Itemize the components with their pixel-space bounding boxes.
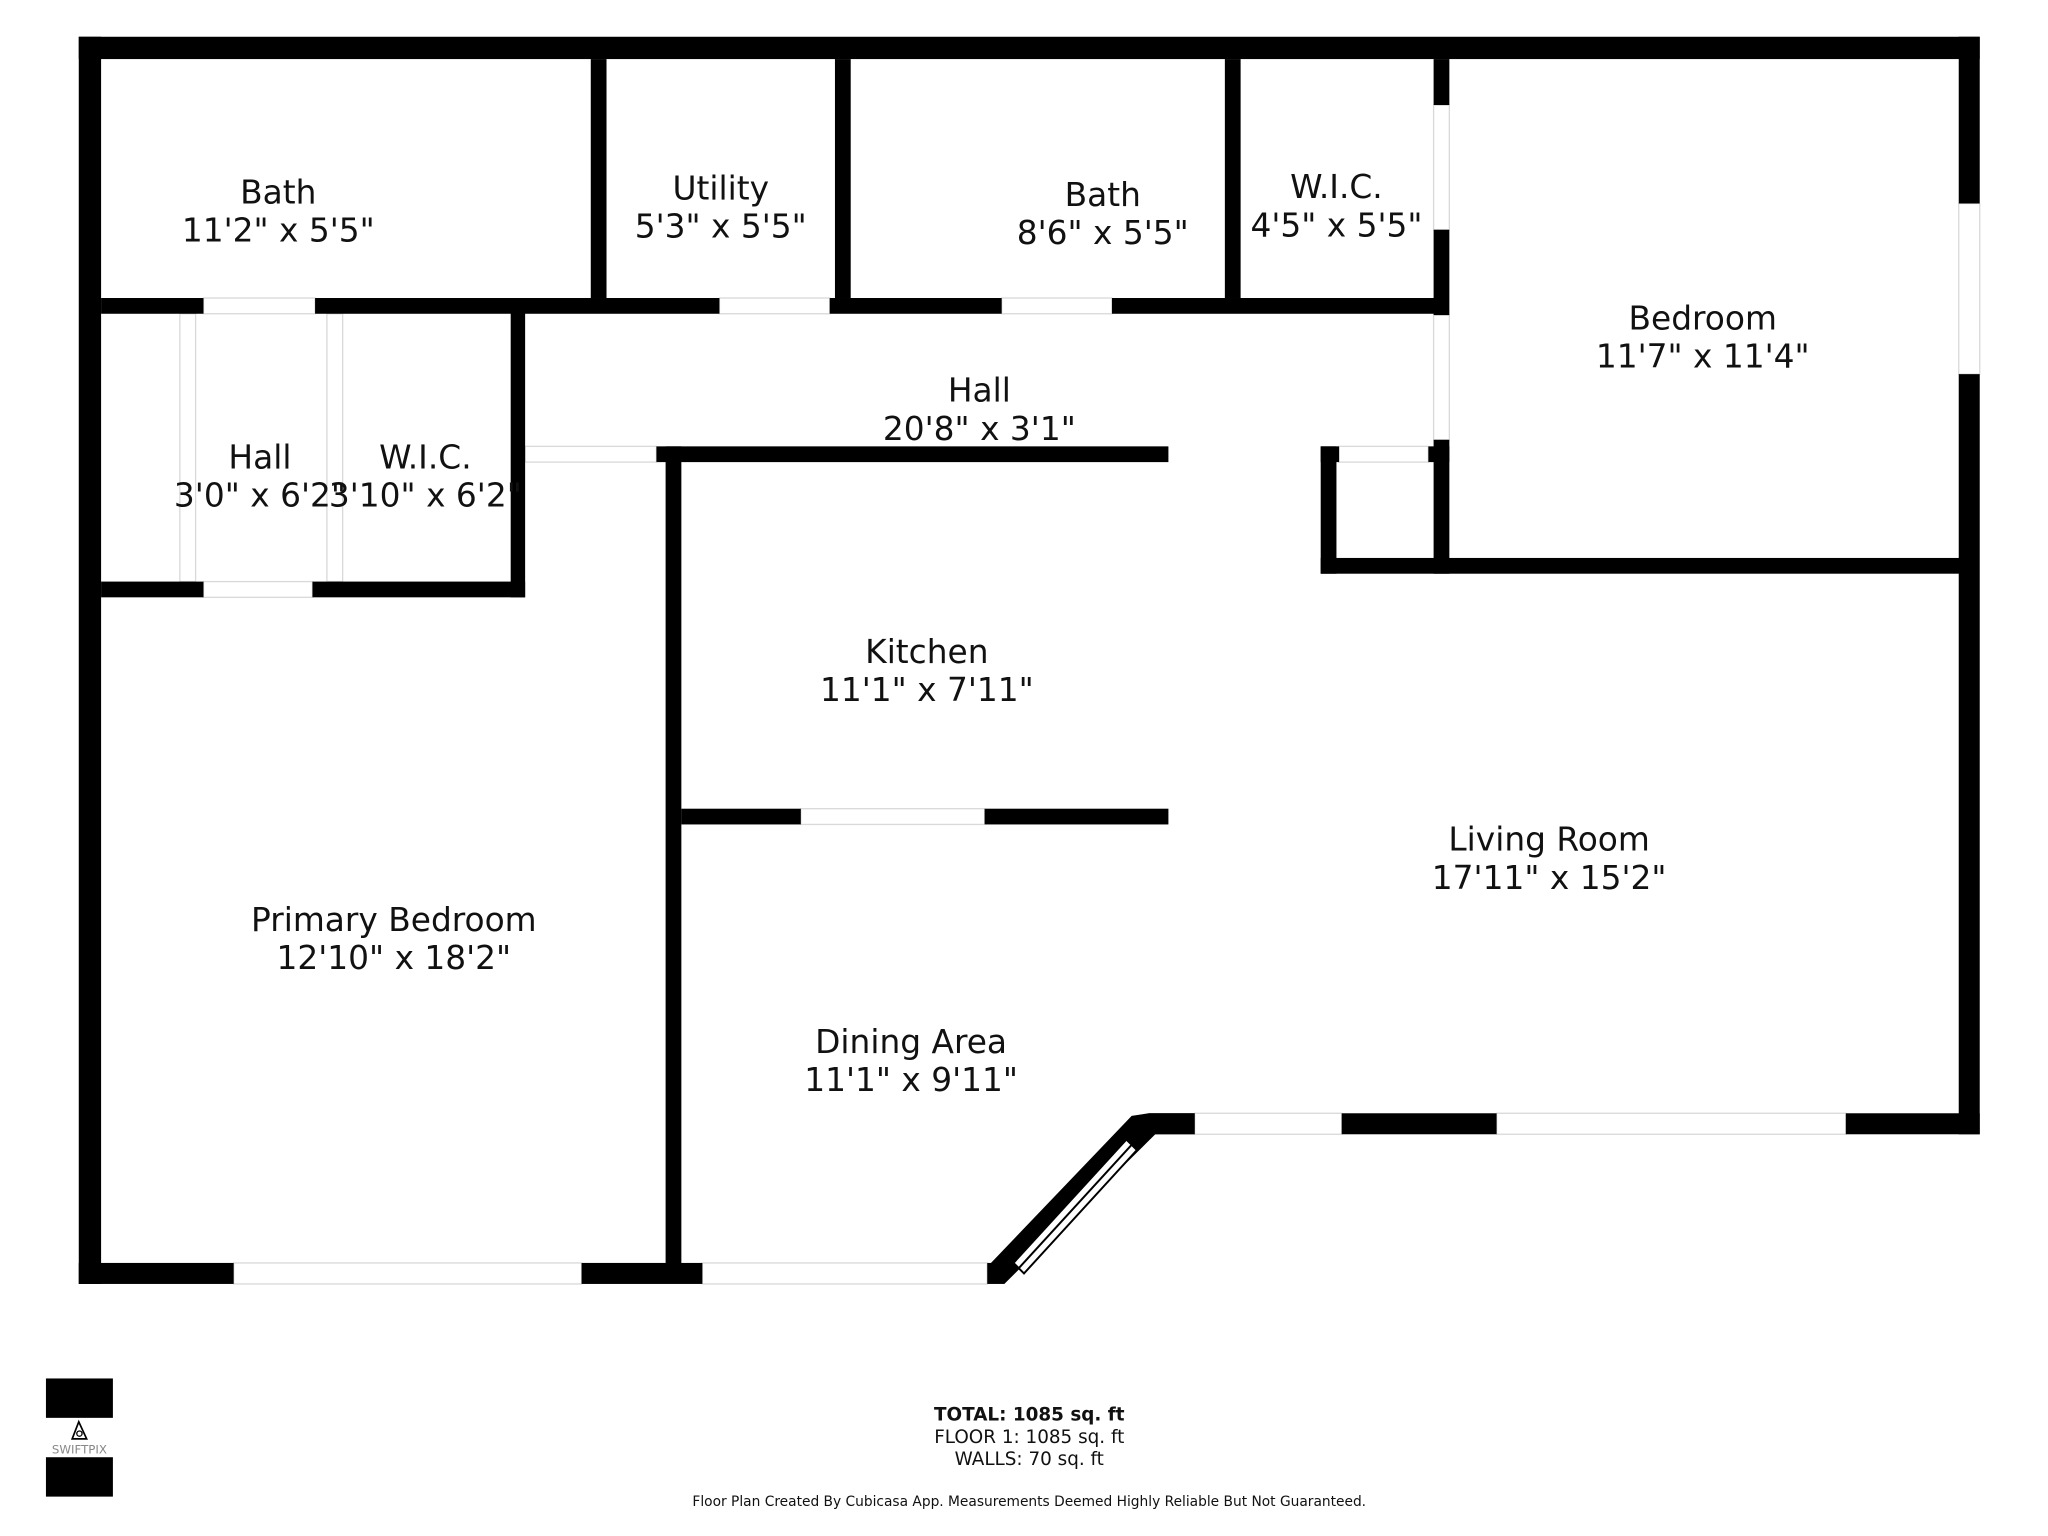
logo-text: SWIFTPIX bbox=[52, 1442, 107, 1456]
wall bbox=[829, 298, 1002, 314]
room-name: Living Room bbox=[1448, 821, 1649, 859]
wall bbox=[510, 305, 526, 598]
room-name: Hall bbox=[228, 439, 291, 477]
wall bbox=[78, 36, 102, 1284]
wall bbox=[665, 446, 682, 1274]
wall bbox=[1224, 59, 1241, 299]
room-name: W.I.C. bbox=[379, 439, 472, 477]
doors-and-windows bbox=[179, 104, 1981, 1285]
wall bbox=[101, 298, 204, 314]
opening bbox=[524, 445, 658, 463]
opening bbox=[701, 1262, 988, 1285]
room-name: Utility bbox=[672, 170, 769, 208]
wall bbox=[1320, 446, 1340, 463]
area-summary: TOTAL: 1085 sq. ft FLOOR 1: 1085 sq. ft … bbox=[692, 1404, 1366, 1509]
opening bbox=[1194, 1112, 1343, 1135]
room-dimensions: 3'0" x 6'2" bbox=[174, 477, 346, 515]
wall bbox=[1341, 1113, 1497, 1135]
opening bbox=[800, 808, 986, 826]
walls bbox=[78, 36, 1980, 1284]
room-dimensions: 11'7" x 11'4" bbox=[1596, 338, 1810, 376]
walls-area: WALLS: 70 sq. ft bbox=[955, 1449, 1104, 1470]
opening bbox=[1958, 202, 1981, 375]
diagonal-window bbox=[987, 1113, 1195, 1284]
wall bbox=[101, 581, 204, 598]
floor-1-area: FLOOR 1: 1085 sq. ft bbox=[934, 1427, 1124, 1448]
wall bbox=[1428, 446, 1450, 463]
opening bbox=[1495, 1112, 1847, 1135]
room-label: W.I.C.4'5" x 5'5" bbox=[1250, 168, 1422, 244]
wall bbox=[1433, 439, 1450, 574]
room-dimensions: 17'11" x 15'2" bbox=[1432, 859, 1667, 897]
room-dimensions: 20'8" x 3'1" bbox=[883, 410, 1076, 448]
opening bbox=[202, 580, 314, 598]
wall bbox=[1111, 298, 1445, 314]
opening bbox=[1432, 104, 1451, 231]
house-camera-icon bbox=[70, 1419, 88, 1440]
room-dimensions: 11'1" x 9'11" bbox=[804, 1061, 1018, 1099]
room-dimensions: 8'6" x 5'5" bbox=[1017, 214, 1189, 252]
room-name: Bath bbox=[240, 173, 316, 211]
wall bbox=[1958, 36, 1980, 204]
room-dimensions: 11'1" x 7'11" bbox=[820, 671, 1034, 709]
room-dimensions: 5'3" x 5'5" bbox=[635, 208, 807, 246]
room-label: W.I.C.3'10" x 6'2" bbox=[329, 439, 522, 515]
disclaimer: Floor Plan Created By Cubicasa App. Meas… bbox=[692, 1494, 1366, 1510]
room-dimensions: 3'10" x 6'2" bbox=[329, 477, 522, 515]
room-dimensions: 4'5" x 5'5" bbox=[1250, 206, 1422, 244]
swiftpix-logo: SWIFTPIX bbox=[45, 1378, 113, 1497]
wall bbox=[681, 808, 801, 825]
opening bbox=[718, 297, 831, 315]
room-name: Bath bbox=[1065, 176, 1141, 214]
room-name: Bedroom bbox=[1629, 300, 1777, 338]
wall bbox=[312, 581, 526, 598]
wall bbox=[590, 59, 607, 299]
room-name: Hall bbox=[948, 372, 1011, 410]
wall bbox=[1958, 374, 1980, 1135]
wall bbox=[1845, 1113, 1980, 1135]
room-name: Primary Bedroom bbox=[251, 901, 537, 939]
opening bbox=[1001, 297, 1113, 315]
wall bbox=[1433, 229, 1450, 316]
room-dimensions: 11'2" x 5'5" bbox=[182, 212, 375, 250]
wall bbox=[834, 59, 851, 299]
opening bbox=[179, 313, 197, 583]
room-name: Dining Area bbox=[815, 1023, 1007, 1061]
wall bbox=[656, 446, 1169, 463]
wall bbox=[1433, 59, 1450, 106]
wall bbox=[984, 808, 1169, 825]
wall bbox=[1320, 557, 1970, 574]
opening bbox=[1338, 445, 1430, 463]
wall bbox=[581, 1262, 703, 1284]
opening bbox=[233, 1262, 583, 1285]
room-name: W.I.C. bbox=[1290, 168, 1383, 206]
opening bbox=[326, 313, 344, 583]
opening bbox=[1432, 314, 1451, 441]
opening bbox=[202, 297, 316, 315]
room-dimensions: 12'10" x 18'2" bbox=[277, 939, 512, 977]
room-name: Kitchen bbox=[865, 633, 988, 671]
wall bbox=[1320, 446, 1337, 574]
wall bbox=[78, 1262, 234, 1284]
total-area: TOTAL: 1085 sq. ft bbox=[934, 1404, 1125, 1425]
wall bbox=[78, 36, 1980, 60]
